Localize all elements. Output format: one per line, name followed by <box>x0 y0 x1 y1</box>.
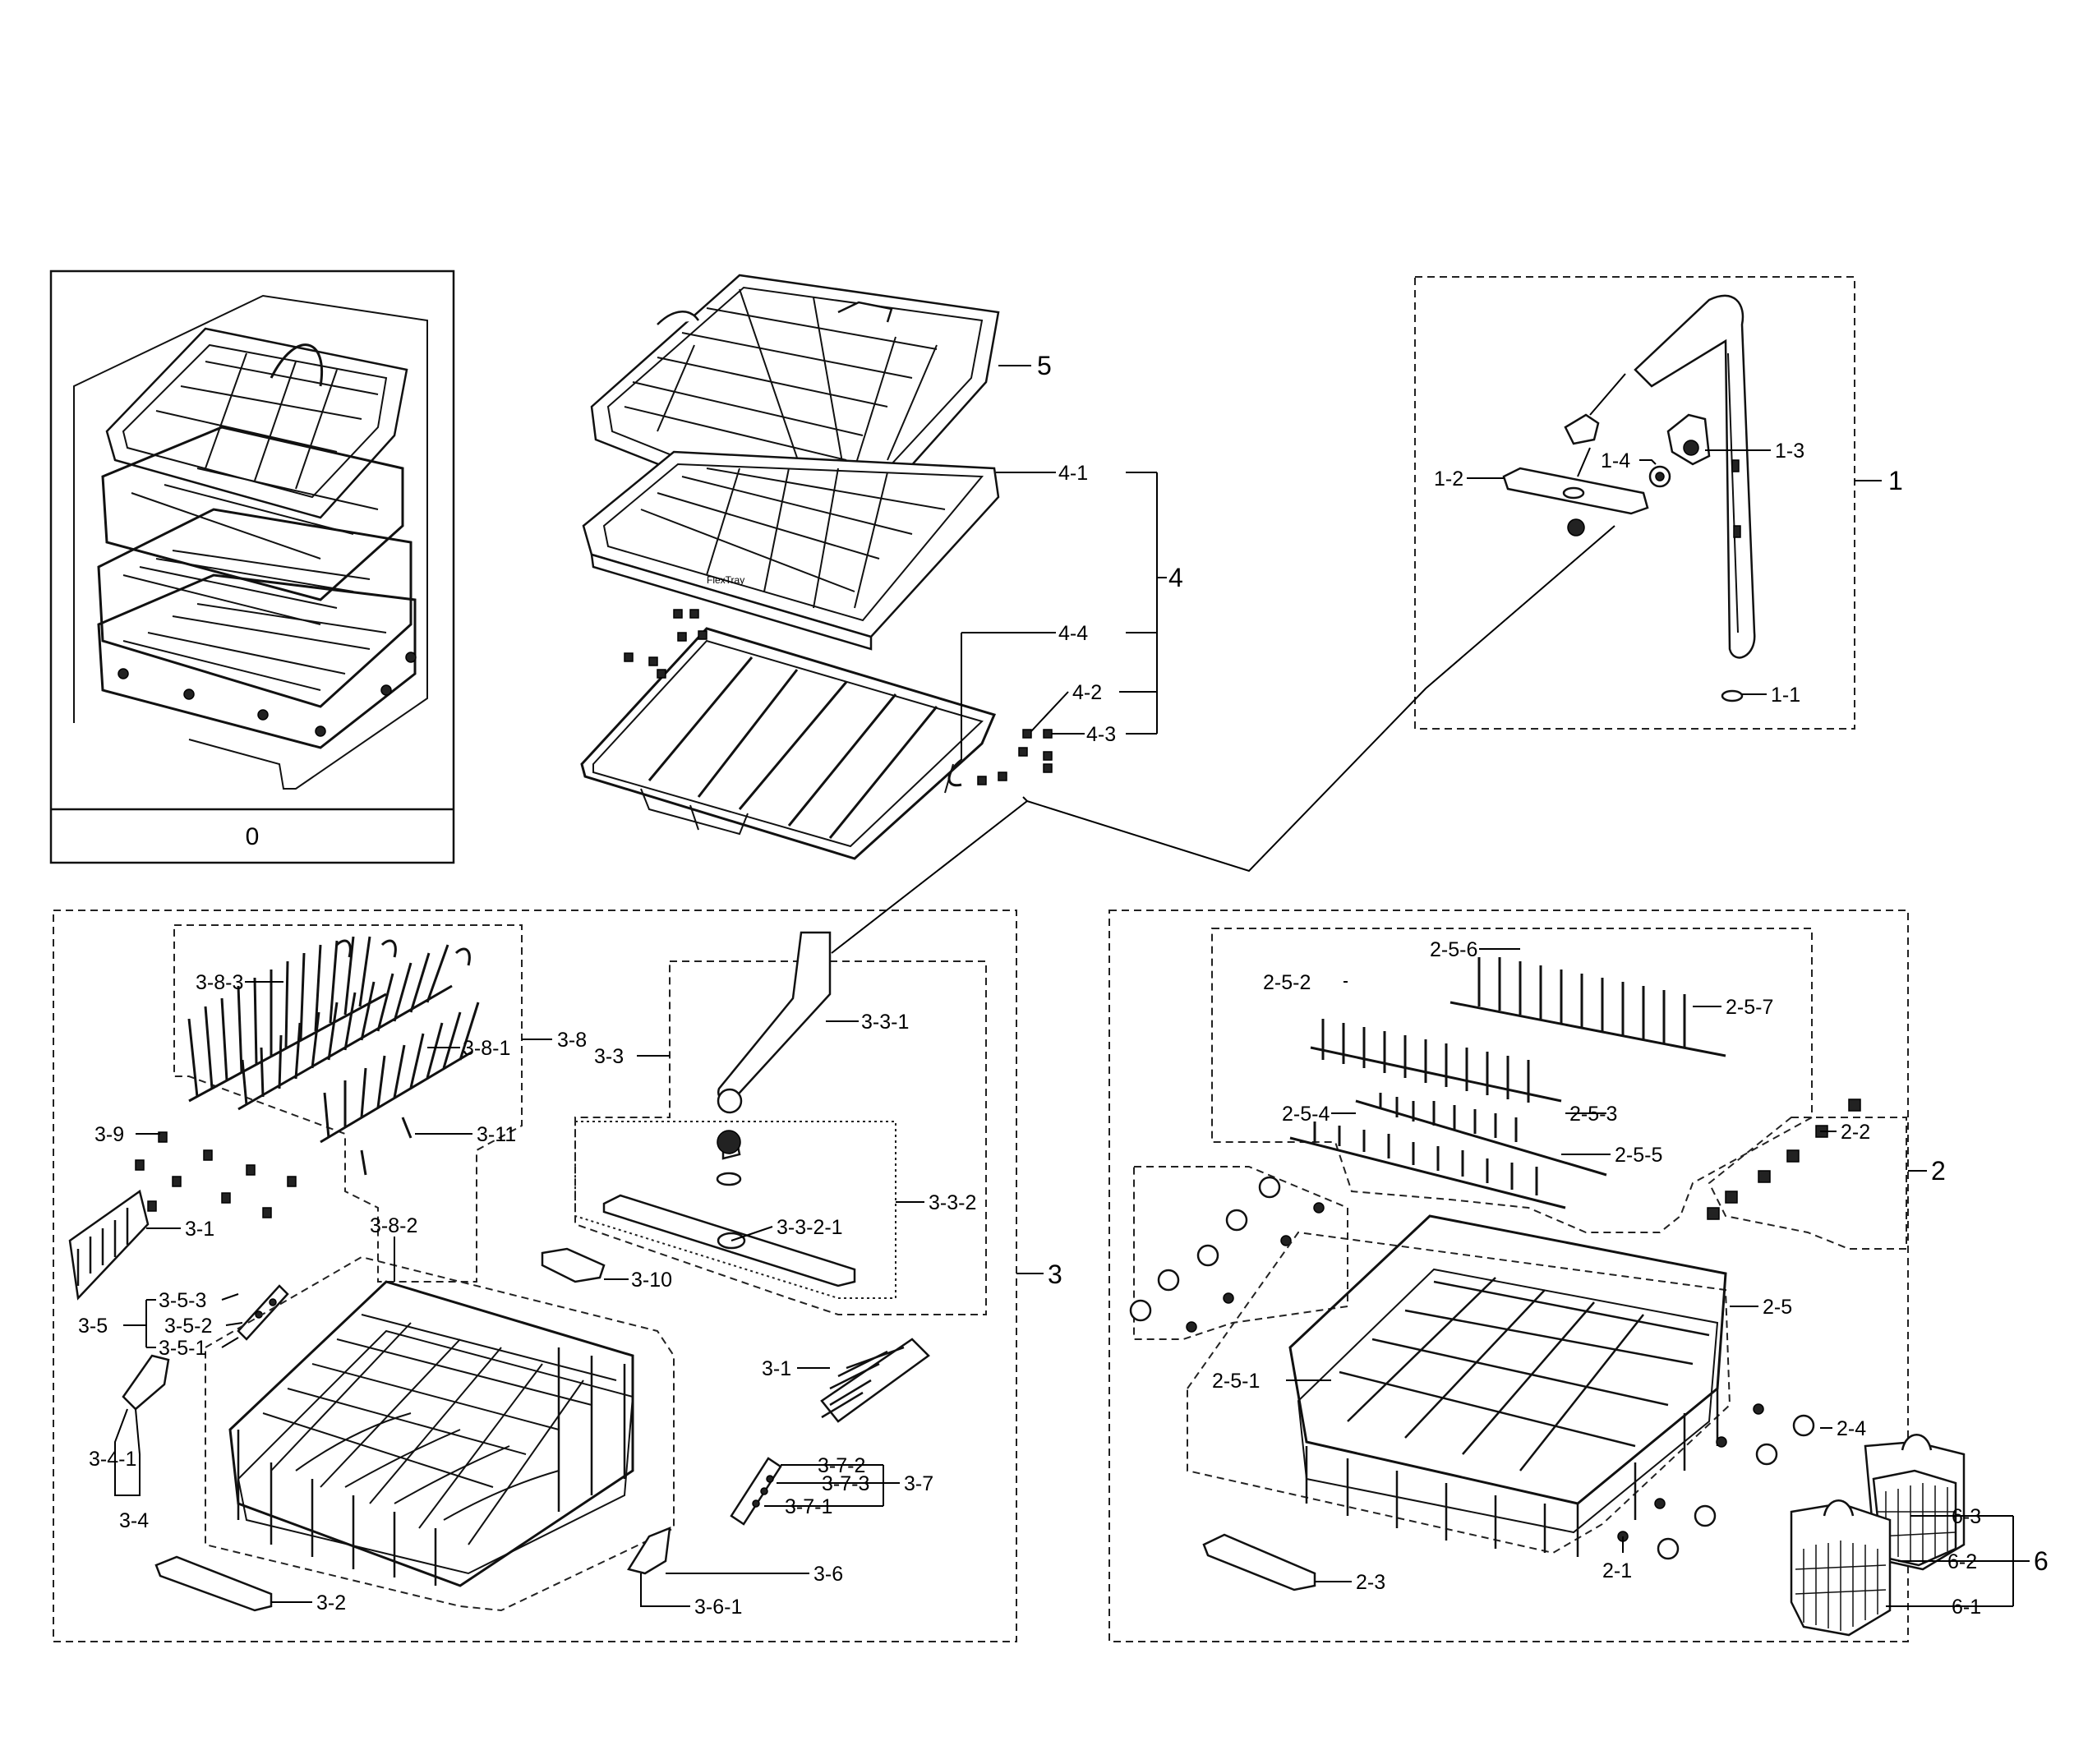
label-3-7-2: 3-7-2 <box>818 1454 865 1477</box>
label-3-7: 3-7 <box>904 1472 933 1495</box>
label-2-5-5: 2-5-5 <box>1615 1144 1662 1167</box>
label-3-8-2: 3-8-2 <box>370 1214 417 1237</box>
cup-shelf-left <box>68 1189 150 1301</box>
label-3-6-1: 3-6-1 <box>694 1596 742 1619</box>
label-6-1: 6-1 <box>1952 1596 1981 1619</box>
cutlery-baskets <box>1790 1434 1966 1637</box>
label-3-8: 3-8 <box>557 1029 587 1052</box>
label-3-4: 3-4 <box>119 1509 149 1532</box>
label-3: 3 <box>1048 1260 1062 1289</box>
label-3-8-3: 3-8-3 <box>196 971 243 994</box>
label-5: 5 <box>1037 351 1052 380</box>
assembly-label: 0 <box>246 823 260 850</box>
label-3-2: 3-2 <box>316 1591 346 1614</box>
label-2-5-7: 2-5-7 <box>1726 996 1773 1019</box>
label-2-5-3: 2-5-3 <box>1569 1103 1617 1126</box>
label-3-8-1: 3-8-1 <box>463 1037 510 1060</box>
label-2-5-6: 2-5-6 <box>1430 938 1477 961</box>
label-3-9: 3-9 <box>94 1123 124 1146</box>
tine-rows <box>187 936 480 1144</box>
group-3-middle-rack <box>53 910 1017 1642</box>
label-3-5-3: 3-5-3 <box>159 1289 206 1312</box>
label-3-7-3: 3-7-3 <box>822 1472 869 1495</box>
label-3-3-2-1: 3-3-2-1 <box>777 1216 843 1239</box>
lower-rack-basket <box>1288 1214 1727 1557</box>
label-3-11: 3-11 <box>477 1123 516 1146</box>
label-2-5: 2-5 <box>1763 1296 1792 1319</box>
label-3-5-1: 3-5-1 <box>159 1337 206 1360</box>
label-3-1-right: 3-1 <box>762 1357 791 1380</box>
label-3-10: 3-10 <box>631 1269 672 1292</box>
label-1-3: 1-3 <box>1775 440 1804 463</box>
label-2: 2 <box>1931 1156 1946 1186</box>
label-2-3: 2-3 <box>1356 1571 1385 1594</box>
label-3-3-1: 3-3-1 <box>861 1011 909 1034</box>
leader-lines <box>114 365 2030 1607</box>
label-1-4: 1-4 <box>1601 449 1630 472</box>
cup-shelf-right <box>820 1338 930 1423</box>
label-3-4-1: 3-4-1 <box>89 1448 136 1471</box>
group-1-water-supply <box>1414 276 1855 730</box>
label-1: 1 <box>1888 466 1903 495</box>
label-3-1-left: 3-1 <box>185 1218 214 1241</box>
group-2-lower-rack <box>1108 910 1909 1642</box>
middle-rack-basket <box>205 1255 675 1612</box>
label-3-7-1: 3-7-1 <box>785 1495 832 1518</box>
assembly-upper-tray <box>105 327 408 519</box>
svg-text:FlexTray: FlexTray <box>707 574 744 586</box>
assembly-box: 0 <box>49 269 455 864</box>
label-1-1: 1-1 <box>1771 684 1800 707</box>
label-3-3-2: 3-3-2 <box>929 1191 976 1214</box>
label-4: 4 <box>1168 563 1183 592</box>
label-4-2: 4-2 <box>1072 681 1102 704</box>
top-tray: FlexTray <box>582 450 1000 651</box>
label-3-6: 3-6 <box>813 1563 843 1586</box>
label-2-5-4: 2-5-4 <box>1282 1103 1330 1126</box>
label-2-5-2: 2-5-2 <box>1263 971 1311 994</box>
label-2-1: 2-1 <box>1602 1559 1632 1582</box>
label-2-5-1: 2-5-1 <box>1212 1370 1260 1393</box>
label-3-3: 3-3 <box>594 1045 624 1068</box>
label-4-1: 4-1 <box>1058 462 1088 485</box>
label-3-5-2: 3-5-2 <box>164 1315 212 1338</box>
label-6-3: 6-3 <box>1952 1505 1981 1528</box>
label-6-2: 6-2 <box>1947 1550 1977 1573</box>
label-2-4: 2-4 <box>1837 1417 1866 1440</box>
label-4-3: 4-3 <box>1086 723 1116 746</box>
connector-lines <box>831 525 1615 954</box>
callout-labels: 5 4-1 4 4-4 4-2 4-3 1 1-3 1-4 1-2 1-1 3-… <box>78 351 2049 1619</box>
label-4-4: 4-4 <box>1058 622 1088 645</box>
lower-tine-rows <box>1289 957 1726 1209</box>
label-2-2: 2-2 <box>1841 1121 1870 1144</box>
label-1-2: 1-2 <box>1434 467 1463 491</box>
assembly-racks <box>97 426 417 749</box>
label-3-5: 3-5 <box>78 1315 108 1338</box>
top-tray-rail-frame <box>580 609 1053 860</box>
label-6: 6 <box>2034 1546 2049 1576</box>
